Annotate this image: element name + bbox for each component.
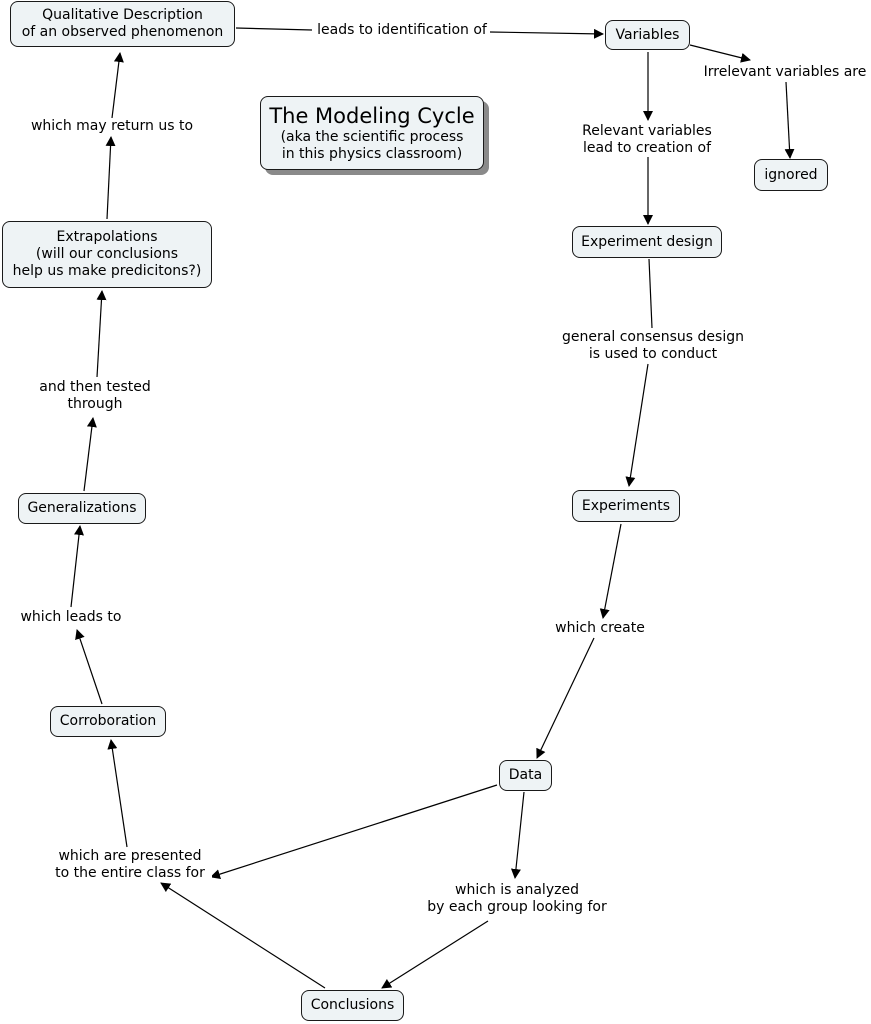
arrow-to-corroboration <box>107 739 128 848</box>
phrase-consensus-line1: general consensus design <box>562 329 744 345</box>
phrase-consensus-design: general consensus design is used to cond… <box>556 329 750 363</box>
node-experiment-design: Experiment design <box>572 226 722 258</box>
phrase-relevant-line1: Relevant variables <box>582 123 712 139</box>
node-conclusions: Conclusions <box>301 990 404 1021</box>
phrase-relevant-line2: lead to creation of <box>582 140 712 156</box>
data-label: Data <box>508 767 543 783</box>
variables-label: Variables <box>615 26 680 43</box>
arrow-to-data <box>536 637 595 759</box>
arrow-data-to-presented <box>210 784 498 880</box>
arrow-to-which-leads-to <box>75 629 103 705</box>
phrase-irrelevant-variables: Irrelevant variables are <box>698 64 871 81</box>
arrow-to-analyzed <box>510 791 525 879</box>
phrase-which-are-presented: which are presented to the entire class … <box>48 848 212 882</box>
connector-qualitative-to-phrase <box>235 27 313 31</box>
arrow-to-which-create <box>599 523 622 619</box>
experiments-label: Experiments <box>581 497 671 514</box>
phrase-analyzed-line2: by each group looking for <box>427 899 607 915</box>
node-generalizations: Generalizations <box>18 493 146 524</box>
phrase-leads-to-identification: leads to identification of <box>314 22 490 39</box>
node-experiments: Experiments <box>572 490 680 522</box>
arrow-to-variables <box>489 28 604 39</box>
extrapolations-line2: (will our conclusions <box>35 246 179 262</box>
phrase-presented-line1: which are presented <box>58 848 202 864</box>
phrase-leads-to-identification-text: leads to identification of <box>317 22 487 38</box>
node-ignored: ignored <box>754 159 828 191</box>
phrase-which-create: which create <box>551 620 649 637</box>
phrase-tested-line2: through <box>67 396 123 412</box>
phrase-return-text: which may return us to <box>30 118 194 134</box>
phrase-consensus-line2: is used to conduct <box>588 346 718 362</box>
corroboration-label: Corroboration <box>59 713 157 729</box>
arrow-to-ignored <box>784 81 795 159</box>
diagram-title: The Modeling Cycle <box>269 104 475 128</box>
extrapolations-line1: Extrapolations <box>56 229 158 245</box>
experiment-design-label: Experiment design <box>581 233 713 250</box>
arrow-to-conclusions <box>381 920 489 989</box>
node-qualitative-description: Qualitative Description of an observed p… <box>10 1 235 47</box>
arrow-to-qualitative <box>111 52 124 119</box>
connector-design-to-consensus <box>648 258 653 329</box>
qualitative-line1: Qualitative Description <box>42 7 203 23</box>
qualitative-line2: of an observed phenomenon <box>21 24 224 40</box>
node-variables: Variables <box>605 20 690 50</box>
phrase-which-leads-to-text: which leads to <box>20 609 122 625</box>
diagram-subtitle-line1: (aka the scientific process <box>280 129 464 145</box>
phrase-tested-line1: and then tested <box>39 379 151 395</box>
diagram-subtitle-line2: in this physics classroom) <box>281 146 463 162</box>
node-extrapolations: Extrapolations (will our conclusions hel… <box>2 221 212 288</box>
arrow-to-tested <box>83 417 97 492</box>
arrow-to-extrapolations <box>96 290 107 378</box>
arrow-to-experiments <box>625 363 649 487</box>
phrase-irrelevant-text: Irrelevant variables are <box>703 64 867 80</box>
ignored-label: ignored <box>764 166 818 183</box>
arrow-to-return <box>105 136 116 220</box>
arrow-to-generalizations <box>70 525 84 608</box>
phrase-which-create-text: which create <box>555 620 645 636</box>
phrase-analyzed-line1: which is analyzed <box>455 882 579 898</box>
phrase-which-leads-to: which leads to <box>16 609 126 626</box>
arrow-to-irrelevant <box>689 44 751 63</box>
phrase-and-then-tested: and then tested through <box>34 379 156 413</box>
node-corroboration: Corroboration <box>50 706 166 737</box>
arrow-conclusions-to-presented <box>160 882 326 989</box>
diagram-title-box: The Modeling Cycle (aka the scientific p… <box>260 96 484 170</box>
phrase-presented-line2: to the entire class for <box>55 865 205 881</box>
generalizations-label: Generalizations <box>27 500 137 516</box>
phrase-which-is-analyzed: which is analyzed by each group looking … <box>422 882 612 916</box>
extrapolations-line3: help us make predicitons?) <box>12 263 202 279</box>
phrase-may-return-us-to: which may return us to <box>26 118 198 135</box>
phrase-relevant-variables: Relevant variables lead to creation of <box>572 123 722 157</box>
conclusions-label: Conclusions <box>310 997 395 1013</box>
node-data: Data <box>499 760 552 791</box>
